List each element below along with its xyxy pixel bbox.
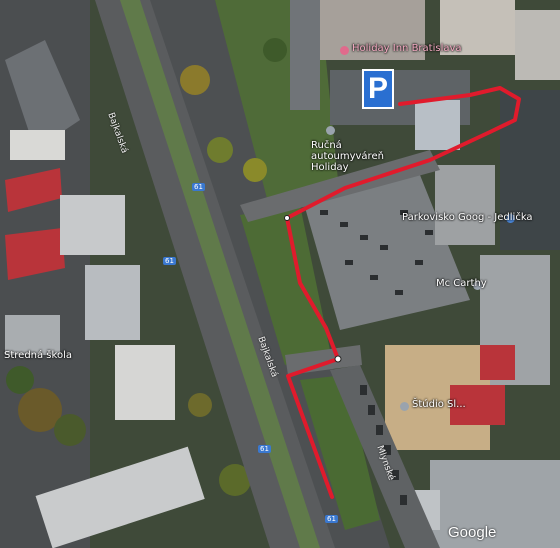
place-label-mccarthy[interactable]: Mc Carthy [436,278,487,289]
route-line [285,86,521,499]
road-number-badge: 61 [163,257,176,265]
hotel-pin-icon[interactable] [340,46,349,55]
route-waypoint [334,355,342,363]
road-number-badge: 61 [192,183,205,191]
studio-pin-icon[interactable] [400,402,409,411]
car-wash-pin-icon[interactable] [326,126,335,135]
place-label-car-wash[interactable]: Ručná autoumyváreň Holiday [311,140,384,173]
parking-pin-icon[interactable] [506,214,515,223]
place-label-parking[interactable]: Parkovisko Goog - Jedlička [402,212,533,223]
place-label-hotel[interactable]: Holiday Inn Bratislava [352,43,462,54]
google-attribution: Google [448,524,497,541]
route-waypoint [284,215,290,221]
place-label-school[interactable]: Stredná škola [4,350,72,361]
parking-sign-icon[interactable]: P [362,69,394,109]
road-number-badge: 61 [325,515,338,523]
place-label-studio[interactable]: Štúdio Sl... [412,399,466,410]
road-number-badge: 61 [258,445,271,453]
restaurant-pin-icon[interactable] [473,281,482,290]
